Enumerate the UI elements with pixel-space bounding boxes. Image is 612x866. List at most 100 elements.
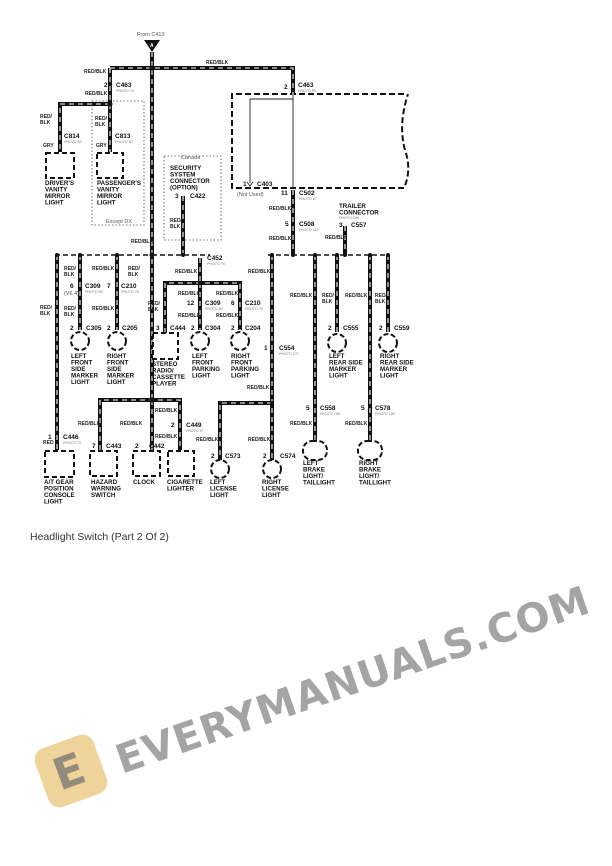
diagram-label: TAILLIGHT xyxy=(303,480,335,487)
diagram-label xyxy=(115,253,119,257)
diagram-label: C305 xyxy=(86,325,102,332)
diagram-label: PARKING xyxy=(231,366,259,373)
diagram-label: C813 xyxy=(115,133,131,140)
figure-caption: Headlight Switch (Part 2 Of 2) xyxy=(30,531,169,543)
diagram-label: RED/BLK xyxy=(247,385,270,391)
diagram-label: 2 xyxy=(211,453,215,460)
diagram-label xyxy=(55,253,59,257)
from-label: From C413 xyxy=(137,32,165,38)
diagram-label: C205 xyxy=(122,325,138,332)
diagram-label: FRONT xyxy=(192,360,214,367)
diagram-label xyxy=(107,101,113,107)
diagram-label: LIGHT xyxy=(97,200,116,207)
diagram-label xyxy=(291,253,295,257)
diagram-label: 2 xyxy=(231,325,235,332)
diagram-label: C210 xyxy=(245,300,261,307)
diagram-label: 2 xyxy=(379,325,383,332)
lf-side-marker-bulb-icon xyxy=(70,331,90,351)
diagram-label: LIGHT xyxy=(210,492,229,499)
clock-label: CLOCK xyxy=(133,479,156,486)
diagram-label: LIGHT xyxy=(380,373,399,380)
diagram-label: C452 xyxy=(207,255,223,262)
diagram-label: PHOTO 76 xyxy=(207,262,225,266)
diagram-label: PHOTO 196 xyxy=(320,412,340,416)
diagram-label: BLK xyxy=(40,120,51,126)
diagram-label: 2 xyxy=(171,422,175,429)
diagram-label: FRONT xyxy=(71,360,93,367)
diagram-label: RED/BLK xyxy=(269,206,292,212)
diagram-label: RED/BLK xyxy=(345,293,368,299)
diagram-label: PHOTO 80 xyxy=(205,307,223,311)
diagram-label: SWITCH xyxy=(91,492,116,499)
diagram-label xyxy=(149,252,155,258)
splices xyxy=(55,65,390,405)
diagram-label: RED/ xyxy=(64,306,77,312)
diagram-label: BLK xyxy=(170,224,181,230)
except-dx-label: Except DX xyxy=(106,219,132,225)
diagram-label xyxy=(181,253,185,257)
diagram-label: 2 xyxy=(263,453,267,460)
drivers-vanity-mirror-light xyxy=(45,152,75,179)
wire-stripe xyxy=(110,67,294,95)
diagram-label: C309 xyxy=(85,283,101,290)
stereo-radio xyxy=(152,332,179,360)
diagram-label: 1 xyxy=(264,345,268,352)
diagram-label: GRY xyxy=(96,143,107,149)
diagram-label: RED/ xyxy=(322,293,335,299)
diagram-label: MARKER xyxy=(107,373,135,380)
diagram-label: RED/BLK xyxy=(175,269,198,275)
diagram-label: TRAILER xyxy=(339,203,366,210)
diagram-label: 7 xyxy=(92,443,96,450)
wire-stripe xyxy=(219,402,272,460)
diagram-label: LICENSE xyxy=(262,486,289,493)
diagram-label xyxy=(386,253,390,257)
diagram-label: RED/BLK xyxy=(155,434,178,440)
diagram-label: RED/BLK xyxy=(290,293,313,299)
diagram-label: PHOTO 75 xyxy=(121,290,139,294)
diagram-label: C463 xyxy=(298,82,314,89)
wire-stripe xyxy=(164,282,241,333)
diagram-label: RIGHT xyxy=(359,460,378,467)
diagram-label: BLK xyxy=(128,272,139,278)
diagram-label: 12 xyxy=(187,300,195,307)
diagram-label: C422 xyxy=(190,193,206,200)
trailer-photo: PHOTO 196 xyxy=(339,216,359,220)
hazard-switch xyxy=(89,450,118,477)
diagram-label: MARKER xyxy=(71,373,99,380)
diagram-label: C309 xyxy=(205,300,221,307)
diagram-label: RED/ xyxy=(64,266,77,272)
diagram-label: LIGHT/ xyxy=(359,473,380,480)
wire-labels: RED/BLK RED/BLK RED/BLK RED/BLK RED/BLK … xyxy=(40,60,388,446)
diagram-label: MIRROR xyxy=(45,193,71,200)
diagram-label: RED/BLK xyxy=(131,239,154,245)
diagram-label: RED/BLK xyxy=(206,60,229,66)
diagram-label: SECURITY xyxy=(170,165,202,172)
diagram-label: PHOTO 73 xyxy=(63,441,81,445)
wire-stripe xyxy=(59,68,111,152)
diagram-label: C814 xyxy=(64,133,80,140)
diagram-label: DRIVER'S xyxy=(45,180,74,187)
diagram-label: (V6 4) xyxy=(64,291,79,297)
diagram-label: 3 xyxy=(339,222,343,229)
diagram-label: RED/BLK xyxy=(178,313,201,319)
left-brake-bulb-icon xyxy=(302,440,328,461)
diagram-label xyxy=(78,253,82,257)
diagram-label: LIGHT xyxy=(192,373,211,380)
diagram-label: (Not Used) xyxy=(237,192,264,198)
diagram-label: RED/BLK xyxy=(85,91,108,97)
diagram-label: BLK xyxy=(95,122,106,128)
diagram-label: STEREO xyxy=(152,361,178,368)
diagram-label: RED/ xyxy=(375,293,388,299)
diagram-label: REAR SIDE xyxy=(329,360,363,367)
diagram-label: RADIO/ xyxy=(152,368,174,375)
diagram-label: SYSTEM xyxy=(170,172,195,179)
diagram-label: BLK xyxy=(148,307,159,313)
diagram-label: C573 xyxy=(225,453,241,460)
diagram-label: RED/ xyxy=(40,305,53,311)
cigarette-lighter xyxy=(167,450,195,477)
